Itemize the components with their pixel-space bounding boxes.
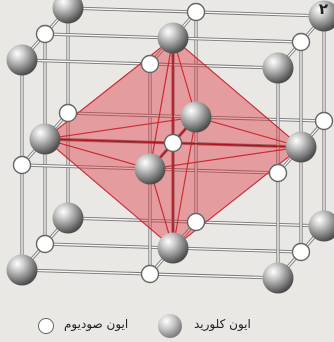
chloride-ion bbox=[286, 132, 317, 163]
chloride-ion bbox=[181, 102, 212, 133]
sodium-label: ایون صودیوم bbox=[64, 317, 128, 331]
sodium-ion bbox=[188, 4, 205, 21]
sodium-ion bbox=[188, 214, 205, 231]
sodium-ion-icon bbox=[38, 318, 54, 334]
sodium-ion bbox=[60, 105, 77, 122]
chloride-ion bbox=[30, 124, 61, 155]
chloride-ion bbox=[135, 154, 166, 185]
page-number: ۲ bbox=[319, 0, 328, 18]
sodium-ion bbox=[37, 26, 54, 43]
chloride-label: ایون کلورید bbox=[194, 317, 251, 331]
sodium-ion bbox=[293, 34, 310, 51]
nacl-crystal-lattice-diagram bbox=[0, 0, 334, 310]
sodium-ion bbox=[37, 236, 54, 253]
chloride-ion-icon bbox=[158, 314, 182, 338]
sodium-ion bbox=[165, 135, 182, 152]
sodium-ion bbox=[293, 244, 310, 261]
chloride-ion bbox=[7, 255, 38, 286]
chloride-ion bbox=[158, 233, 189, 264]
chloride-ion bbox=[263, 53, 294, 84]
sodium-ion bbox=[142, 266, 159, 283]
chloride-ion bbox=[7, 45, 38, 76]
legend: ایون کلورید ایون صودیوم bbox=[0, 310, 334, 342]
chloride-ion bbox=[53, 203, 84, 234]
legend-sodium: ایون صودیوم bbox=[38, 314, 148, 338]
sodium-ion bbox=[142, 56, 159, 73]
legend-chloride: ایون کلورید bbox=[158, 314, 318, 338]
chloride-ion bbox=[158, 23, 189, 54]
sodium-ion bbox=[14, 157, 31, 174]
chloride-ion bbox=[263, 263, 294, 294]
sodium-ion bbox=[270, 165, 287, 182]
sodium-ion bbox=[316, 113, 333, 130]
